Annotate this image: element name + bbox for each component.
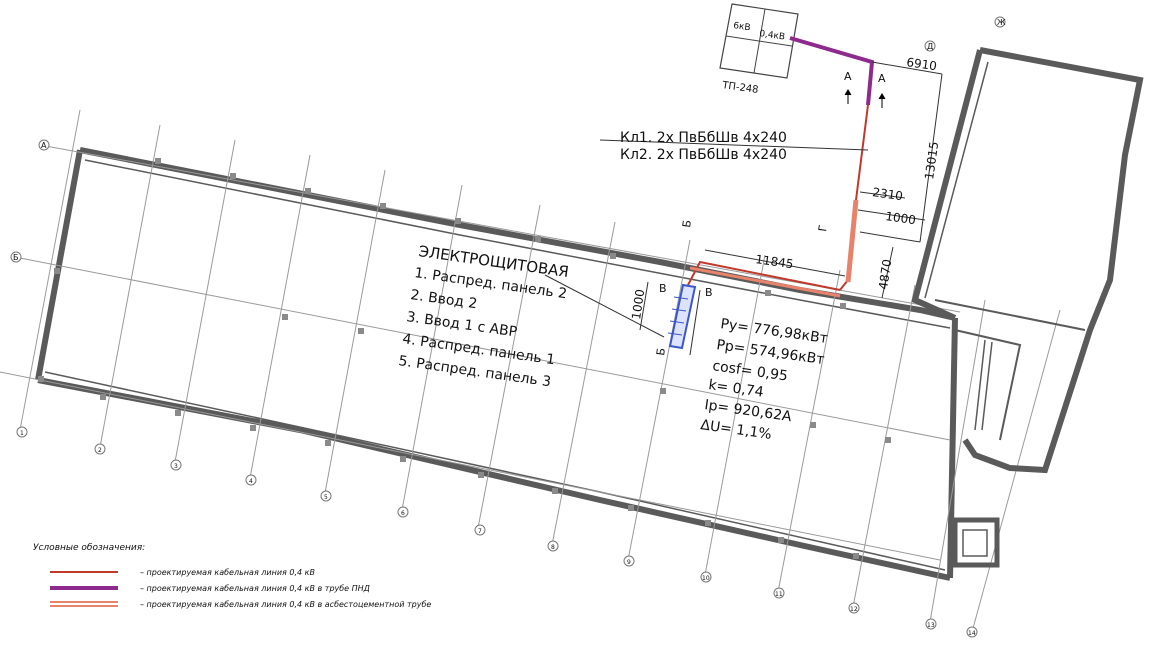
- dimension-values: 6910 13015 2310 1000 4870 11845 1000: [629, 55, 941, 320]
- section-mark-v-left: В: [659, 282, 667, 295]
- dim-11845: 11845: [755, 252, 795, 271]
- calc-k: k= 0,74: [707, 377, 764, 401]
- section-mark-b-top: Б: [680, 219, 694, 228]
- axis-column-bubble: [16, 426, 28, 438]
- cable-route-asbestos: [845, 199, 859, 283]
- section-marks: А А Б Б В В Г: [654, 70, 886, 356]
- dimension-lines: [599, 61, 943, 331]
- adjacent-building: [911, 47, 1144, 568]
- axis-column-bubble: [623, 555, 635, 567]
- legend-item-3: – проектируемая кабельная линия 0,4 кВ в…: [140, 600, 431, 609]
- cable-label-kl2: Кл2. 2х ПвБбШв 4х240: [620, 147, 787, 163]
- dim-1000-left: 1000: [629, 288, 647, 320]
- axis-column-number: 5: [324, 494, 328, 501]
- switchboard-notes: ЭЛЕКТРОЩИТОВАЯ 1. Распред. панель 2 2. В…: [397, 242, 665, 390]
- axis-row-a: А: [41, 141, 47, 150]
- substation-name: ТП-248: [721, 80, 759, 96]
- dim-2310: 2310: [872, 185, 904, 203]
- axis-column-bubble: [474, 524, 486, 536]
- load-calculation: Py= 776,98кВт Pp= 574,96кВт cosf= 0,95 k…: [699, 316, 828, 443]
- axis-column-number: 14: [968, 630, 976, 637]
- axis-column-number: 6: [401, 510, 405, 517]
- main-building-right-wall: [947, 317, 958, 579]
- switchboard-item-2: 2. Ввод 2: [409, 287, 478, 312]
- axis-column-number: 3: [174, 463, 178, 470]
- section-mark-a-left: А: [844, 70, 852, 83]
- axis-column-bubble: [94, 443, 106, 455]
- substation-cell-6kv: 6кВ: [733, 21, 752, 33]
- section-mark-v-right: В: [705, 286, 713, 299]
- axis-column-number: 13: [927, 622, 935, 629]
- dim-4870: 4870: [876, 258, 894, 290]
- axis-column-number: 1: [20, 430, 24, 437]
- cable-route-main: [839, 104, 869, 291]
- column-pillars: [38, 158, 891, 559]
- axis-column-number: 9: [627, 559, 631, 566]
- axis-column-bubble: [397, 506, 409, 518]
- section-mark-b-bottom: Б: [654, 347, 668, 356]
- cable-labels: Кл1. 2х ПвБбШв 4х240 Кл2. 2х ПвБбШв 4х24…: [620, 130, 787, 163]
- section-mark-a-right: А: [878, 72, 886, 85]
- section-mark-g: Г: [816, 224, 830, 233]
- axis-column-bubble: [848, 602, 860, 614]
- main-building-bottom-wall: [37, 377, 951, 581]
- axis-top-right-1: Д: [927, 42, 933, 51]
- axis-column-number: 2: [98, 447, 102, 454]
- axis-top-right-2: Ж: [997, 18, 1006, 27]
- dim-13015: 13015: [922, 141, 941, 181]
- legend: Условные обозначения: – проектируемая ка…: [33, 543, 431, 609]
- cable-routes: [687, 36, 875, 298]
- legend-item-2: – проектируемая кабельная линия 0,4 кВ в…: [140, 584, 370, 593]
- switchboard-panels: [667, 283, 701, 356]
- dim-1000-right: 1000: [885, 209, 917, 227]
- axis-column-bubble: [170, 459, 182, 471]
- axis-column-number: 7: [478, 528, 482, 535]
- axis-row-b: Б: [13, 253, 19, 262]
- cable-label-kl1: Кл1. 2х ПвБбШв 4х240: [620, 130, 787, 146]
- axis-column-bubble: [925, 618, 937, 630]
- legend-title: Условные обозначения:: [33, 543, 145, 553]
- axis-column-bubble: [320, 490, 332, 502]
- axis-column-bubble: [547, 540, 559, 552]
- axis-column-bubble: [966, 626, 978, 638]
- substation: 6кВ 0,4кВ ТП-248: [719, 3, 799, 96]
- axis-column-bubble: [245, 474, 257, 486]
- column-grid: [0, 109, 1061, 633]
- cable-route-to-switchboard: [687, 260, 841, 291]
- axis-column-number: 10: [702, 575, 710, 582]
- legend-item-1: – проектируемая кабельная линия 0,4 кВ: [140, 568, 315, 577]
- dim-6910: 6910: [906, 55, 938, 73]
- axis-column-number: 12: [850, 606, 858, 613]
- axis-column-number: 4: [249, 478, 253, 485]
- substation-cell-04kv: 0,4кВ: [759, 29, 786, 43]
- axis-column-number: 8: [551, 544, 555, 551]
- axis-column-bubble: [700, 571, 712, 583]
- cable-route-pnd: [789, 36, 875, 106]
- axis-column-number: 11: [775, 591, 783, 598]
- axis-column-bubble: [773, 587, 785, 599]
- main-building-left-wall: [35, 149, 83, 381]
